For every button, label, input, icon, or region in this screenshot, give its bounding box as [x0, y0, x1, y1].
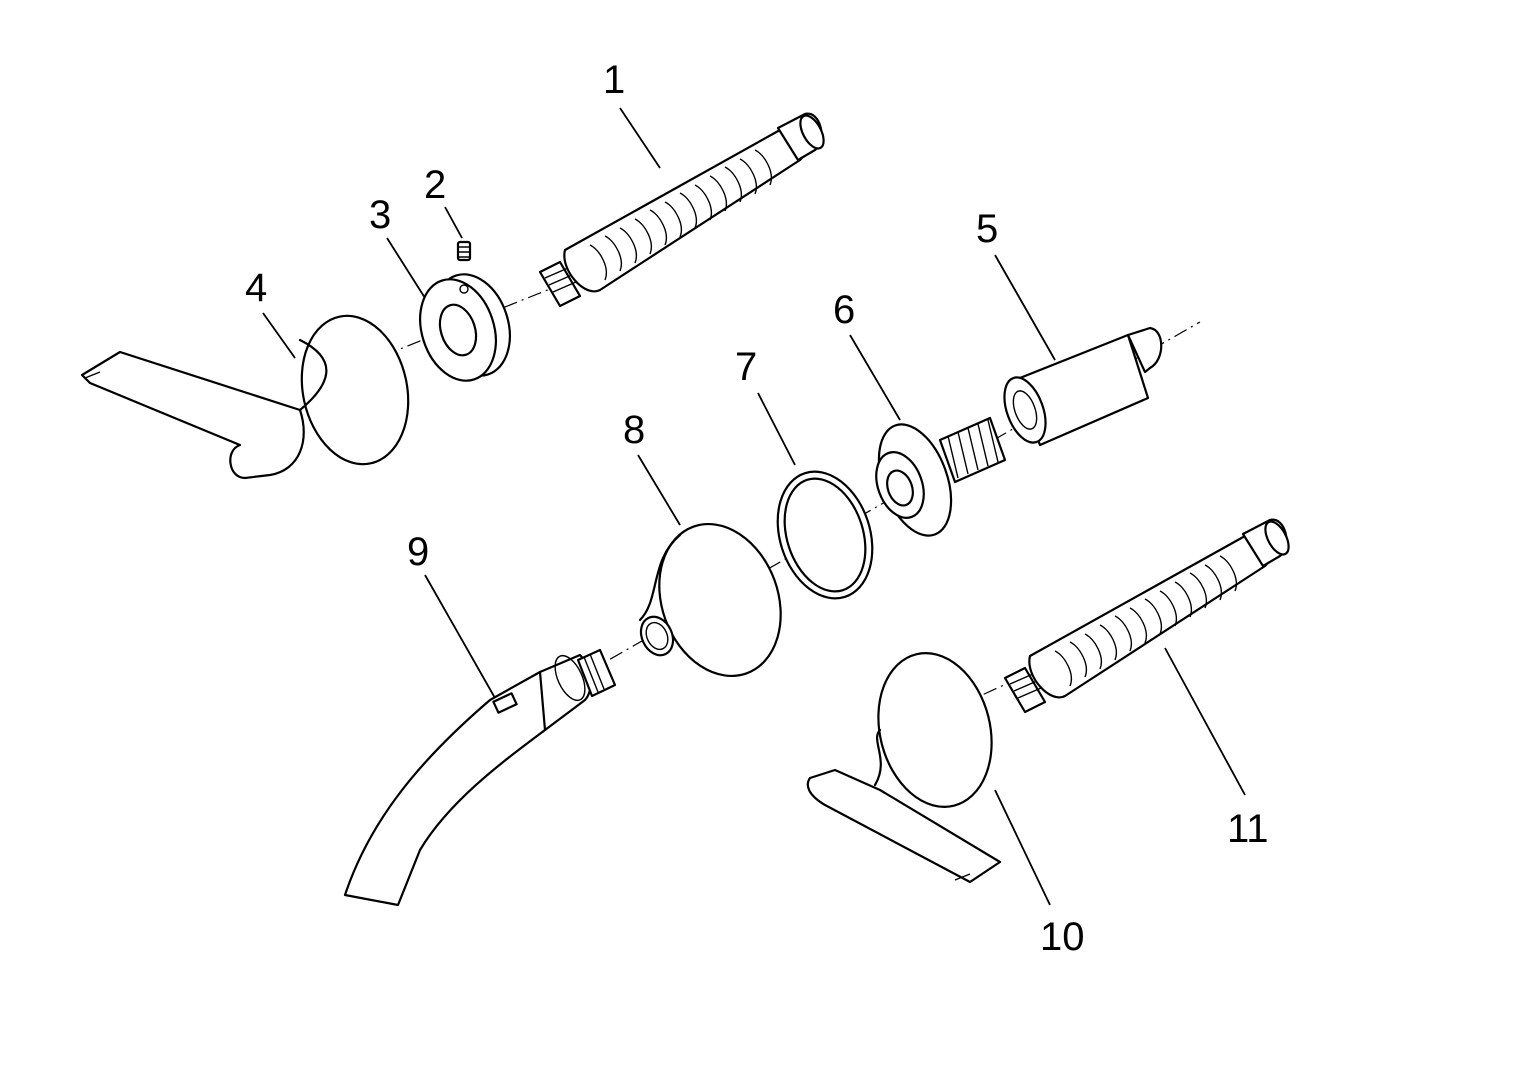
leader-6 [849, 334, 901, 421]
callout-4: 4 [245, 266, 267, 310]
leader-lines [262, 107, 1246, 906]
callout-3: 3 [369, 193, 391, 237]
part-2-set-screw [456, 240, 472, 262]
part-9-spout [343, 648, 617, 907]
part-4-lever-handle [80, 314, 410, 480]
leader-1 [619, 107, 661, 169]
part-3-ring-nut [419, 273, 511, 382]
part-10-lever-handle [806, 652, 1002, 884]
part-11-cartridge [1003, 518, 1290, 714]
callout-2: 2 [424, 163, 446, 207]
leader-7 [757, 392, 796, 466]
leader-8 [637, 454, 681, 526]
leader-10 [994, 789, 1051, 906]
callout-5: 5 [976, 207, 998, 251]
part-1-cartridge [538, 112, 825, 308]
leader-4 [262, 312, 296, 359]
part-5-extension-sleeve [1003, 326, 1163, 447]
callout-11: 11 [1227, 807, 1269, 851]
callout-10: 10 [1040, 915, 1085, 959]
leader-9 [424, 574, 496, 699]
part-8-escutcheon [638, 522, 782, 678]
part-7-o-ring [776, 470, 874, 600]
callout-7: 7 [735, 345, 757, 389]
callout-1: 1 [603, 58, 625, 102]
leader-3 [386, 237, 426, 299]
callout-8: 8 [623, 408, 645, 452]
leader-5 [994, 254, 1056, 361]
upper-axis-line [334, 284, 561, 376]
part-6-threaded-adapter [875, 416, 1007, 537]
callout-9: 9 [407, 530, 429, 574]
leader-11 [1164, 647, 1246, 796]
leader-2 [444, 206, 463, 239]
callout-6: 6 [833, 288, 855, 332]
callouts: 1 2 3 4 5 6 7 8 9 10 11 [245, 58, 1269, 959]
